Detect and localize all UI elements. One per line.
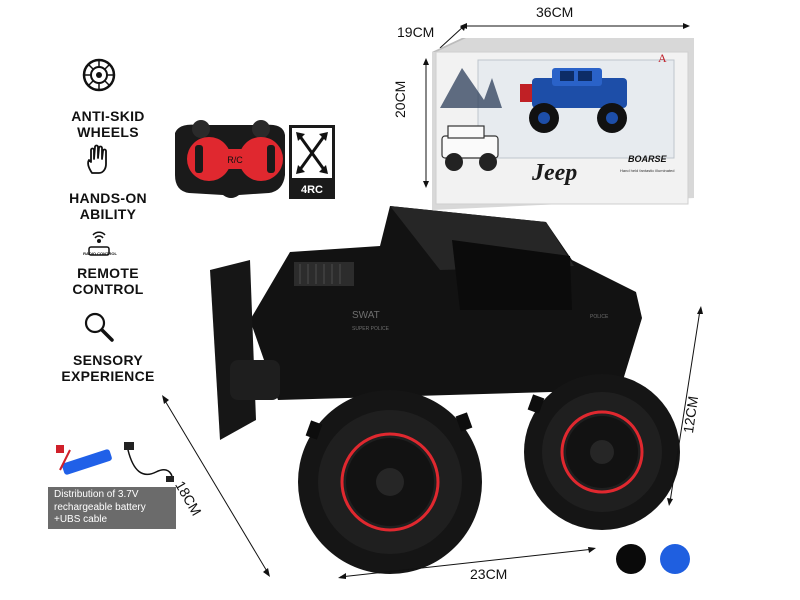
- box-depth-label: 19CM: [397, 24, 435, 40]
- car-body: SWAT SUPER POLICE POLICE: [210, 206, 642, 440]
- tire-icon: [82, 58, 116, 92]
- police-decal: POLICE: [590, 314, 609, 320]
- box-subtitle: BOARSE: [628, 154, 668, 164]
- box-depth-dimension-line: [439, 24, 466, 49]
- box-width-dimension-line: [460, 23, 690, 29]
- car-depth-dimension-line: [162, 395, 270, 577]
- blue-car-in-box: [520, 68, 627, 133]
- color-swatch-blue[interactable]: [660, 544, 690, 574]
- mode-label: 4RC: [301, 184, 323, 196]
- car-width-dimension-line: [338, 547, 596, 579]
- radio-control-caption: RADIO CONTROL: [83, 251, 117, 256]
- battery-and-cable-image: [56, 442, 174, 482]
- super-police-decal: SUPER POLICE: [352, 326, 390, 332]
- car-width-label: 23CM: [470, 566, 508, 582]
- main-car-image: SWAT SUPER POLICE POLICE: [210, 206, 680, 574]
- direction-arrows-icon: [297, 134, 327, 172]
- box-height-label: 20CM: [392, 80, 408, 118]
- box-height-dimension-line: [423, 58, 429, 188]
- car-height-dimension-line: [667, 306, 703, 506]
- box-width-label: 36CM: [536, 4, 574, 20]
- rear-wheel: [524, 374, 680, 530]
- front-wheel: [298, 390, 482, 574]
- box-fine-print: Hand held fantastic illuminated: [620, 168, 674, 173]
- remote-control-image: R/C 4RC: [175, 120, 335, 199]
- color-swatch-black[interactable]: [616, 544, 646, 574]
- swat-decal: SWAT: [352, 310, 380, 321]
- hand-icon: [87, 144, 107, 174]
- box-brand-logo: Jeep: [531, 160, 577, 186]
- white-jeep-illustration: [441, 125, 499, 171]
- magnifier-icon: [84, 312, 114, 342]
- battery-caption: Distribution of 3.7V rechargeable batter…: [48, 487, 176, 529]
- radio-control-icon: [88, 231, 110, 256]
- box-logo-mark: A: [658, 51, 667, 65]
- package-box-image: Jeep BOARSE Hand held fantastic illumina…: [432, 38, 694, 210]
- remote-label: R/C: [227, 155, 243, 165]
